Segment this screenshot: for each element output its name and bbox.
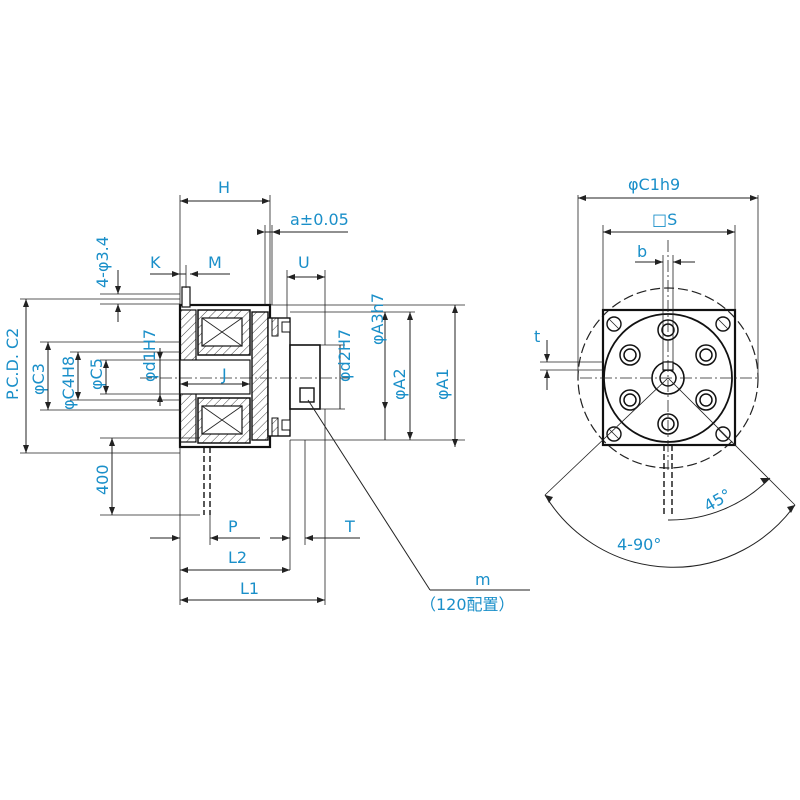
label-A2: φA2 — [390, 368, 409, 400]
label-a: a±0.05 — [290, 210, 349, 229]
label-L1: L1 — [240, 579, 259, 598]
label-pcd: P.C.D. C2 — [3, 328, 22, 400]
label-90: 4-90° — [617, 535, 661, 554]
label-d1: φd1H7 — [140, 329, 159, 382]
label-m: m — [475, 570, 491, 589]
label-45: 45° — [701, 485, 735, 516]
armature-plate — [251, 311, 269, 441]
label-S: □S — [652, 210, 677, 229]
label-J: J — [221, 365, 227, 384]
front-view — [577, 240, 760, 515]
label-t: t — [534, 327, 540, 346]
label-C1: φC1h9 — [628, 175, 680, 194]
side-section-view — [140, 286, 350, 515]
label-U: U — [298, 253, 310, 272]
side-dimensions — [20, 195, 530, 605]
square-flange — [601, 308, 737, 447]
label-C4: φC4H8 — [59, 356, 78, 410]
label-K: K — [150, 253, 161, 272]
label-C3: φC3 — [29, 363, 48, 395]
label-L2: L2 — [228, 548, 247, 567]
label-d2: φd2H7 — [335, 329, 354, 382]
label-T: T — [344, 517, 355, 536]
side-labels: H a±0.05 K M U 4-φ3.4 φA3h7 φd1H7 φd2H7 … — [3, 178, 515, 614]
label-M: M — [208, 253, 222, 272]
label-P: P — [228, 517, 238, 536]
label-H: H — [218, 178, 230, 197]
label-hole: 4-φ3.4 — [93, 236, 112, 288]
label-m-note: （120配置） — [420, 595, 515, 614]
front-dimensions — [540, 195, 796, 568]
label-b: b — [637, 242, 647, 261]
label-A3: φA3h7 — [368, 293, 387, 345]
label-400: 400 — [93, 464, 112, 495]
label-C5: φC5 — [87, 358, 106, 390]
label-A1: φA1 — [433, 368, 452, 400]
